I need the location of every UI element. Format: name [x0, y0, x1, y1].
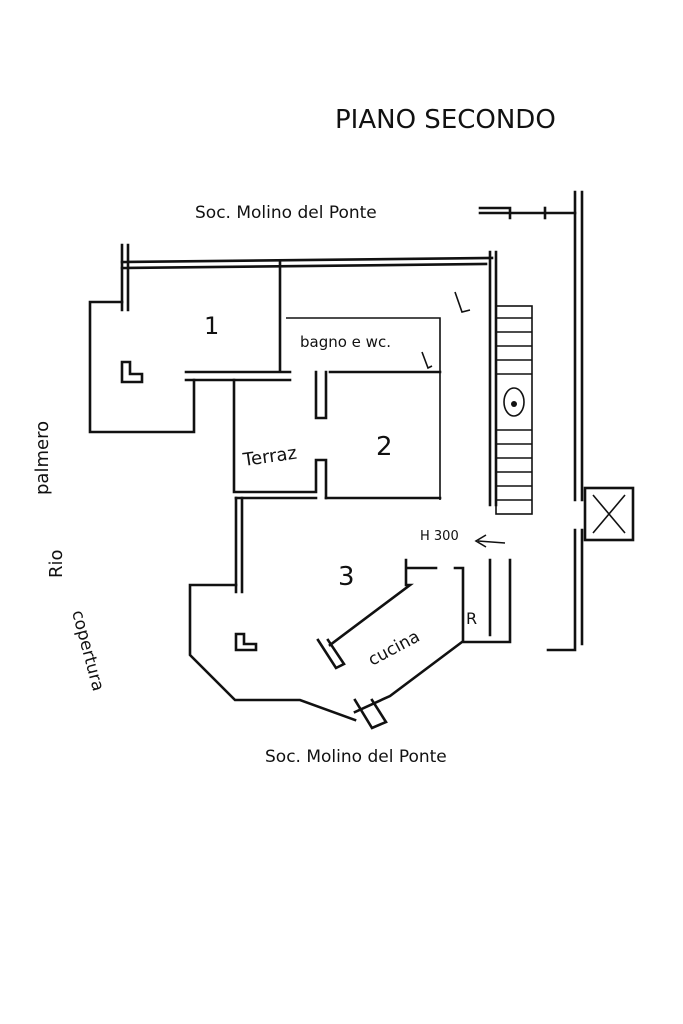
height-annotation: H 300	[420, 529, 459, 544]
door-mark	[421, 351, 433, 370]
elevator-cross-icon	[583, 486, 635, 542]
river-label: Rio	[46, 549, 67, 578]
door-mark	[454, 291, 471, 313]
terrace-label: Terraz	[241, 443, 298, 471]
bathroom-label: bagno e wc.	[300, 333, 391, 351]
river-name-label: palmero	[32, 421, 53, 495]
south-walls	[188, 558, 512, 730]
kitchen-label: cucina	[365, 627, 423, 671]
arrow-left-icon	[474, 534, 506, 548]
chimney-icon	[120, 360, 144, 384]
street-label-top: Soc. Molino del Ponte	[195, 203, 377, 223]
street-label-bottom: Soc. Molino del Ponte	[265, 747, 447, 767]
interior-walls	[184, 260, 442, 594]
room-1-label: 1	[204, 312, 219, 340]
exterior-walls	[88, 190, 584, 652]
staircase	[495, 305, 533, 515]
floor-title: PIANO SECONDO	[335, 105, 556, 135]
storage-label: R	[466, 609, 477, 628]
chimney-icon	[234, 632, 258, 652]
roof-label: copertura	[67, 608, 108, 693]
room-2-label: 2	[376, 432, 393, 462]
room-3-label: 3	[338, 562, 355, 592]
